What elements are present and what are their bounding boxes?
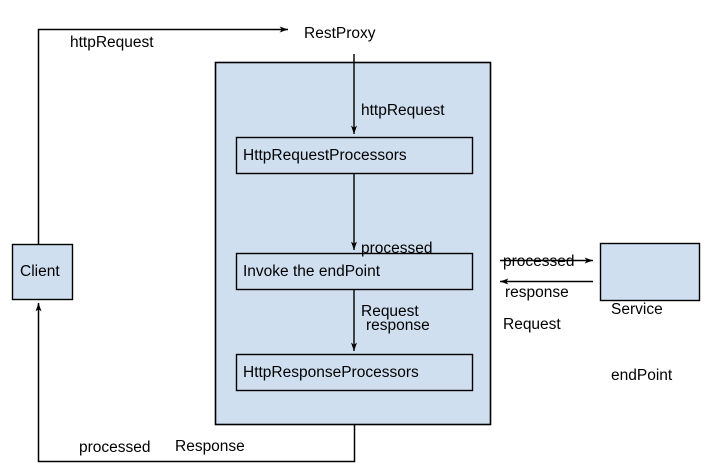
service-endpoint-label-line1: Service [611,301,663,318]
client-box [11,243,74,301]
label-processed-request-internal-line2: Request [361,303,419,320]
label-processed-request-internal-line1: processed [361,240,433,257]
label-invoke-to-response-processors: response [366,317,430,334]
invoke-endpoint-label: Invoke the endPoint [243,263,381,280]
http-request-processors-label: HttpRequestProcessors [243,147,407,164]
label-proxy-to-service-line1: processed [503,253,575,270]
service-endpoint-label: Service endPoint [611,255,672,431]
label-proxy-to-client-part1: processed [79,439,151,456]
label-processed-request-internal: processed Request [361,196,433,364]
label-rest-proxy: RestProxy [304,25,376,42]
invoke-endpoint-box [235,252,474,291]
label-proxy-to-request-processors: httpRequest [361,102,445,119]
http-response-processors-label: HttpResponseProcessors [243,364,419,381]
label-proxy-to-client-part2: Response [175,438,245,455]
service-endpoint-box [599,242,701,302]
label-client-to-proxy: httpRequest [70,34,154,51]
edge-proxy-to-client [35,302,356,463]
label-proxy-to-service-line2: Request [503,316,561,333]
edge-client-to-proxy [37,26,289,244]
client-box-label: Client [20,263,60,280]
http-request-processors-box [235,136,474,175]
service-endpoint-label-line2: endPoint [611,367,673,384]
http-response-processors-box [235,353,474,392]
label-proxy-to-service: processed Request [503,209,575,377]
label-service-to-proxy: response [505,284,569,301]
